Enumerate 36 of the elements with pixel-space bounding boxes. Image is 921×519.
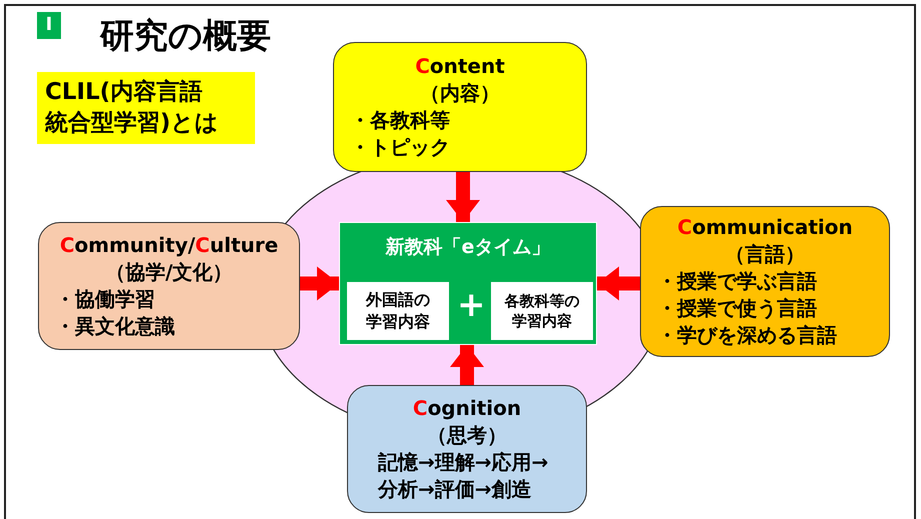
box-subheading: （言語） (724, 241, 806, 268)
block-arrow (597, 266, 640, 300)
box-heading: Content (414, 53, 506, 80)
block-arrow (446, 172, 480, 222)
box-subheading: （協学/文化） (104, 259, 234, 286)
section-badge (37, 12, 61, 39)
subject-box (339, 222, 597, 345)
box-subheading: （内容） (419, 80, 501, 107)
plus-sign: + (457, 285, 481, 325)
bullet-text: ・異文化意識 (54, 313, 176, 340)
bullet-text: ・授業で使う言語 (656, 295, 818, 322)
box-heading: Communication (676, 214, 854, 241)
communication-box (640, 206, 890, 357)
block-arrow (450, 345, 484, 385)
box-text: Ⅰ (44, 13, 54, 38)
community-box (38, 222, 300, 350)
bullet-text: 記憶→理解→応用→分析→評価→創造 (376, 449, 550, 503)
bullet-text: ・トピック (349, 134, 451, 161)
box-text: 各教科等の学習内容 (504, 290, 580, 332)
heading-box (37, 72, 255, 144)
content-box (346, 281, 450, 341)
bullet-text: ・授業で学ぶ言語 (656, 268, 818, 295)
title: 研究の概要 (100, 15, 271, 58)
bullet-text: ・学びを深める言語 (656, 322, 838, 349)
content-box (333, 42, 587, 172)
box-text: 新教科「eタイム」 (384, 235, 552, 260)
block-arrow (300, 266, 339, 300)
box-text: CLIL(内容言語統合型学習)とは (44, 78, 220, 138)
cognition-box (347, 385, 587, 513)
box-heading: Community/Culture (58, 232, 280, 259)
box-heading: Cognition (412, 395, 522, 422)
bullet-text: ・協働学習 (54, 286, 156, 313)
bullet-text: ・各教科等 (349, 107, 451, 134)
box-subheading: （思考） (426, 422, 508, 449)
box-text: 外国語の学習内容 (364, 289, 431, 333)
content-box (490, 281, 594, 341)
